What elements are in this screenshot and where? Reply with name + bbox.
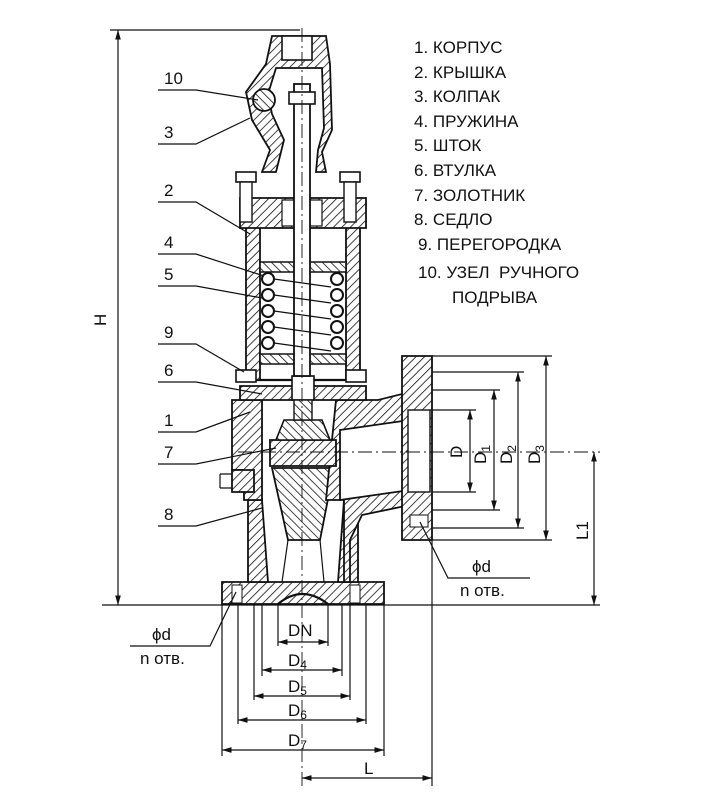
- legend-item: 3. КОЛПАК: [414, 87, 501, 107]
- bonnet: [235, 35, 367, 383]
- callout-6: 6: [164, 361, 173, 380]
- dimension-lines: [102, 29, 600, 786]
- callout-4: 4: [164, 233, 173, 252]
- dim-L1: L1: [573, 521, 592, 540]
- callout-leaders: [158, 89, 277, 527]
- dim-D2: D2: [497, 445, 519, 464]
- valve-body: [219, 355, 433, 605]
- legend-item-continuation: ПОДРЫВА: [452, 287, 538, 307]
- dim-D3: D3: [525, 445, 547, 464]
- dim-notv-left: n отв.: [140, 649, 185, 668]
- dim-notv-right: n отв.: [460, 581, 505, 600]
- dim-D: D: [447, 446, 466, 458]
- legend-item: 6. ВТУЛКА: [414, 160, 497, 180]
- legend-item: 8. СЕДЛО: [414, 210, 493, 230]
- legend-item: 9. ПЕРЕГОРОДКА: [418, 234, 562, 254]
- dim-D5: D5: [288, 677, 307, 698]
- dim-D1: D1: [471, 445, 493, 464]
- dim-phid-left: ϕd: [152, 625, 171, 644]
- callout-10: 10: [164, 69, 183, 88]
- dim-H: H: [91, 314, 110, 326]
- dim-L: L: [364, 759, 373, 778]
- callout-3: 3: [164, 123, 173, 142]
- legend-item: 2. КРЫШКА: [414, 62, 507, 82]
- legend-item: 4. ПРУЖИНА: [414, 111, 519, 131]
- callout-7: 7: [164, 443, 173, 462]
- dim-phid-right: ϕd: [472, 557, 491, 576]
- callout-2: 2: [164, 181, 173, 200]
- dim-D6: D6: [288, 701, 307, 722]
- dim-DN: DN: [288, 621, 313, 640]
- legend-item: 5. ШТОК: [414, 136, 482, 156]
- callout-8: 8: [164, 505, 173, 524]
- spring-coils: [261, 272, 344, 352]
- callout-5: 5: [164, 265, 173, 284]
- dim-D4: D4: [288, 651, 307, 672]
- callout-1: 1: [164, 411, 173, 430]
- legend-item: 7. ЗОЛОТНИК: [414, 185, 526, 205]
- callout-9: 9: [164, 323, 173, 342]
- dim-D7: D7: [288, 731, 307, 752]
- parts-legend: 1. КОРПУС 2. КРЫШКА 3. КОЛПАК 4. ПРУЖИНА…: [414, 36, 579, 311]
- legend-item: 10. УЗЕЛ РУЧНОГО: [418, 263, 580, 283]
- legend-item: 1. КОРПУС: [414, 38, 503, 57]
